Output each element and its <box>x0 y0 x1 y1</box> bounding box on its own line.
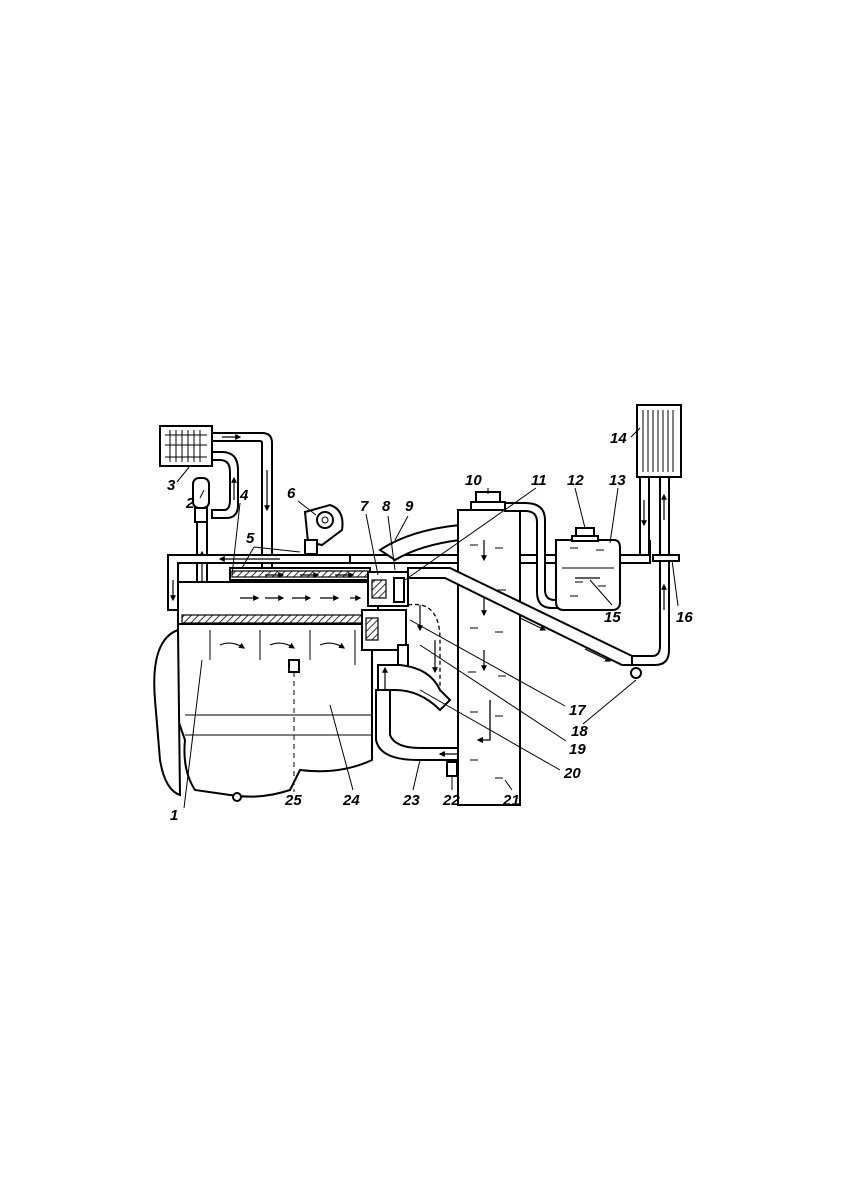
callout-2: 2 <box>185 495 195 512</box>
radiator-cap <box>471 492 505 510</box>
radiator-drain <box>447 762 457 776</box>
callout-5: 5 <box>246 530 255 547</box>
callout-13: 13 <box>609 472 626 489</box>
flywheel-housing <box>154 630 180 795</box>
drain-cock <box>631 668 641 678</box>
radiator <box>458 510 520 805</box>
callout-3: 3 <box>167 477 176 494</box>
callout-7: 7 <box>360 498 369 515</box>
callout-12: 12 <box>567 472 584 489</box>
callout-22: 22 <box>442 792 460 809</box>
heater-tap <box>193 478 209 522</box>
callout-11: 11 <box>531 472 547 489</box>
callout-19: 19 <box>569 741 586 758</box>
cab-heater-radiator <box>160 426 212 466</box>
cylinder-block <box>178 624 372 797</box>
callout-14: 14 <box>610 430 627 447</box>
callout-17: 17 <box>569 702 586 719</box>
callout-8: 8 <box>382 498 391 515</box>
drain-plug <box>233 793 241 801</box>
callout-23: 23 <box>402 792 420 809</box>
callout-21: 21 <box>502 792 520 809</box>
callout-1: 1 <box>170 807 178 824</box>
callout-9: 9 <box>405 498 414 515</box>
oil-cooler <box>637 405 681 477</box>
callout-16: 16 <box>676 609 693 626</box>
radiator-lower-hose <box>376 690 470 760</box>
callout-24: 24 <box>342 792 360 809</box>
callout-6: 6 <box>287 485 296 502</box>
callout-18: 18 <box>571 723 588 740</box>
compressor <box>305 505 343 554</box>
callout-4: 4 <box>239 487 249 504</box>
callout-10: 10 <box>465 472 482 489</box>
callout-25: 25 <box>284 792 302 809</box>
callout-15: 15 <box>604 609 621 626</box>
callout-20: 20 <box>563 765 581 782</box>
connector-16 <box>653 555 679 561</box>
